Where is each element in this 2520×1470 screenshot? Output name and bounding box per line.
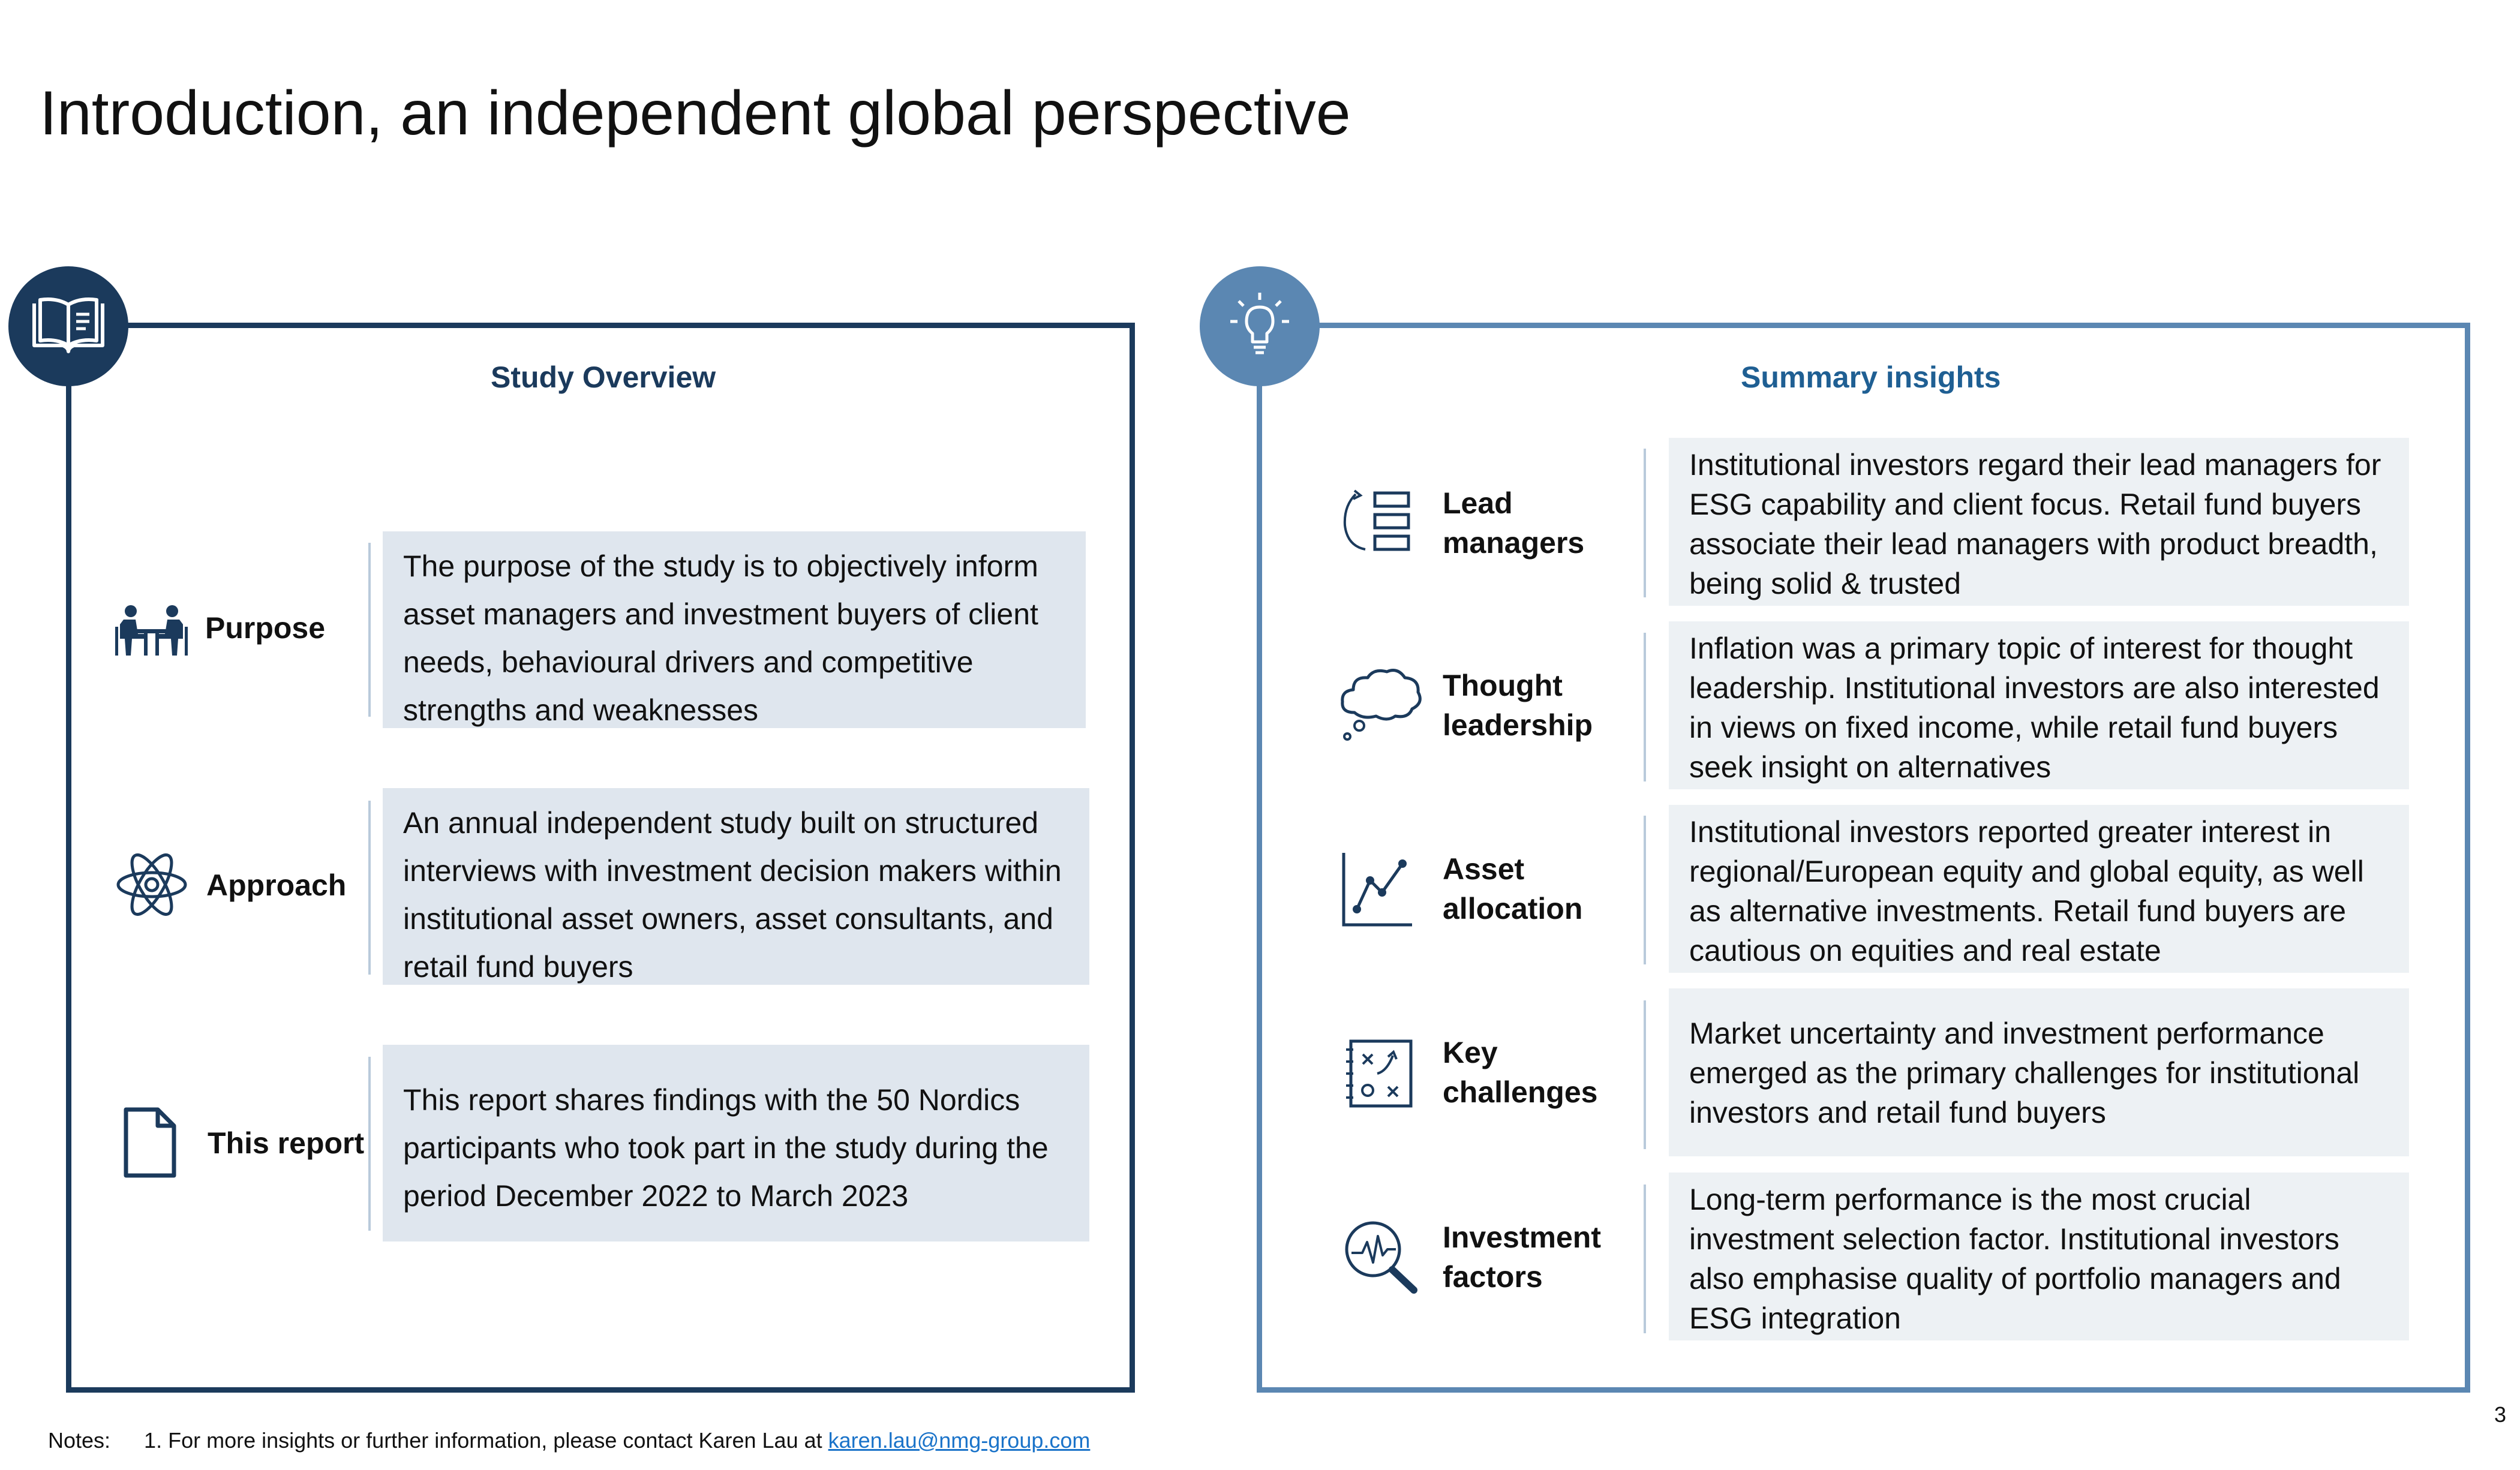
- divider: [368, 1057, 371, 1231]
- notes-label: Notes:: [48, 1428, 111, 1453]
- lightbulb-icon: [1200, 266, 1320, 386]
- divider: [1644, 1000, 1646, 1149]
- atom-icon: [114, 847, 189, 922]
- label-line: Lead: [1443, 486, 1513, 520]
- divider: [1644, 633, 1646, 781]
- footer-notes: Notes: 1. For more insights or further in…: [48, 1428, 1090, 1453]
- label-line: allocation: [1443, 892, 1583, 925]
- divider: [368, 801, 371, 975]
- label-line: challenges: [1443, 1075, 1598, 1109]
- purpose-label: Purpose: [205, 611, 326, 645]
- magnifier-pulse-icon: [1341, 1218, 1419, 1295]
- summary-insights-panel: [1257, 323, 2470, 1393]
- asset-allocation-label: Asset allocation: [1443, 849, 1582, 928]
- divider: [1644, 816, 1646, 964]
- label-line: Thought: [1443, 669, 1563, 702]
- book-icon: [8, 266, 128, 386]
- label-line: leadership: [1443, 708, 1593, 742]
- thought-cloud-icon: [1336, 665, 1423, 742]
- approach-text: An annual independent study built on str…: [383, 788, 1089, 985]
- document-icon: [120, 1105, 180, 1180]
- page-title: Introduction, an independent global pers…: [40, 79, 1351, 148]
- label-line: Asset: [1443, 852, 1525, 886]
- notes-item: 1. For more insights or further informat…: [144, 1428, 822, 1453]
- divider: [368, 543, 371, 717]
- strategy-board-icon: [1344, 1036, 1416, 1111]
- divider: [1644, 1185, 1646, 1333]
- contact-email-link[interactable]: karen.lau@nmg-group.com: [828, 1428, 1091, 1453]
- label-line: managers: [1443, 526, 1585, 560]
- study-overview-panel: [66, 323, 1135, 1393]
- key-challenges-label: Key challenges: [1443, 1033, 1597, 1112]
- line-chart-icon: [1340, 850, 1415, 928]
- divider: [1644, 449, 1646, 597]
- label-line: Key: [1443, 1036, 1498, 1069]
- this-report-label: This report: [208, 1126, 365, 1160]
- thought-leadership-text: Inflation was a primary topic of interes…: [1669, 621, 2409, 789]
- lead-managers-text: Institutional investors regard their lea…: [1669, 438, 2409, 606]
- thought-leadership-label: Thought leadership: [1443, 666, 1593, 745]
- this-report-text: This report shares findings with the 50 …: [383, 1045, 1089, 1241]
- investment-factors-text: Long-term performance is the most crucia…: [1669, 1173, 2409, 1340]
- lead-managers-label: Lead managers: [1443, 483, 1584, 563]
- summary-insights-heading: Summary insights: [1741, 360, 2001, 394]
- key-challenges-text: Market uncertainty and investment perfor…: [1669, 988, 2409, 1156]
- approach-label: Approach: [206, 868, 347, 902]
- investment-factors-label: Investment factors: [1443, 1218, 1601, 1297]
- meeting-icon: [114, 600, 189, 660]
- label-line: Investment: [1443, 1221, 1601, 1254]
- hierarchy-icon: [1339, 487, 1412, 559]
- page-number: 3: [2494, 1402, 2507, 1427]
- label-line: factors: [1443, 1260, 1543, 1294]
- asset-allocation-text: Institutional investors reported greater…: [1669, 805, 2409, 973]
- study-overview-heading: Study Overview: [491, 360, 716, 394]
- purpose-text: The purpose of the study is to objective…: [383, 531, 1086, 728]
